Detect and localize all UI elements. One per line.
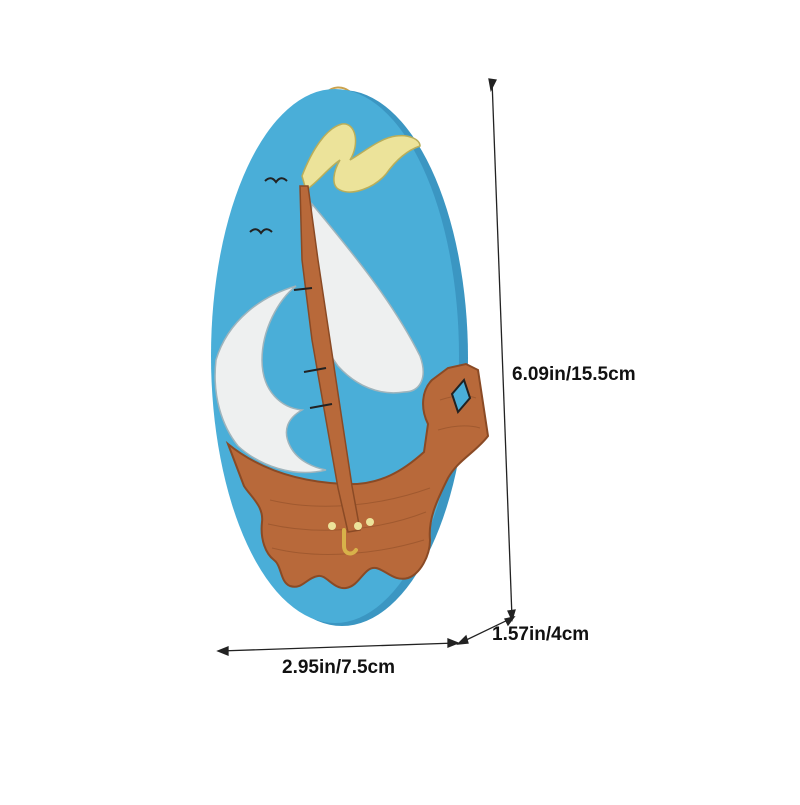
mast-bands <box>293 287 333 409</box>
height-label: 6.09in/15.5cm <box>512 364 636 385</box>
mast <box>299 185 361 533</box>
flag <box>301 123 421 193</box>
height-dimension-line <box>488 78 516 622</box>
brass-hook <box>328 518 374 556</box>
bird-icon <box>264 177 288 184</box>
bird-icon <box>249 228 273 235</box>
wooden-hull <box>225 362 490 590</box>
depth-dimension-line <box>456 615 516 645</box>
width-label: 2.95in/7.5cm <box>282 657 396 678</box>
diamond-window <box>450 378 472 414</box>
hook-icon <box>342 528 358 556</box>
lower-sail <box>214 285 327 474</box>
width-dimension-line <box>216 638 460 656</box>
depth-label: 1.57in/4cm <box>492 624 590 645</box>
